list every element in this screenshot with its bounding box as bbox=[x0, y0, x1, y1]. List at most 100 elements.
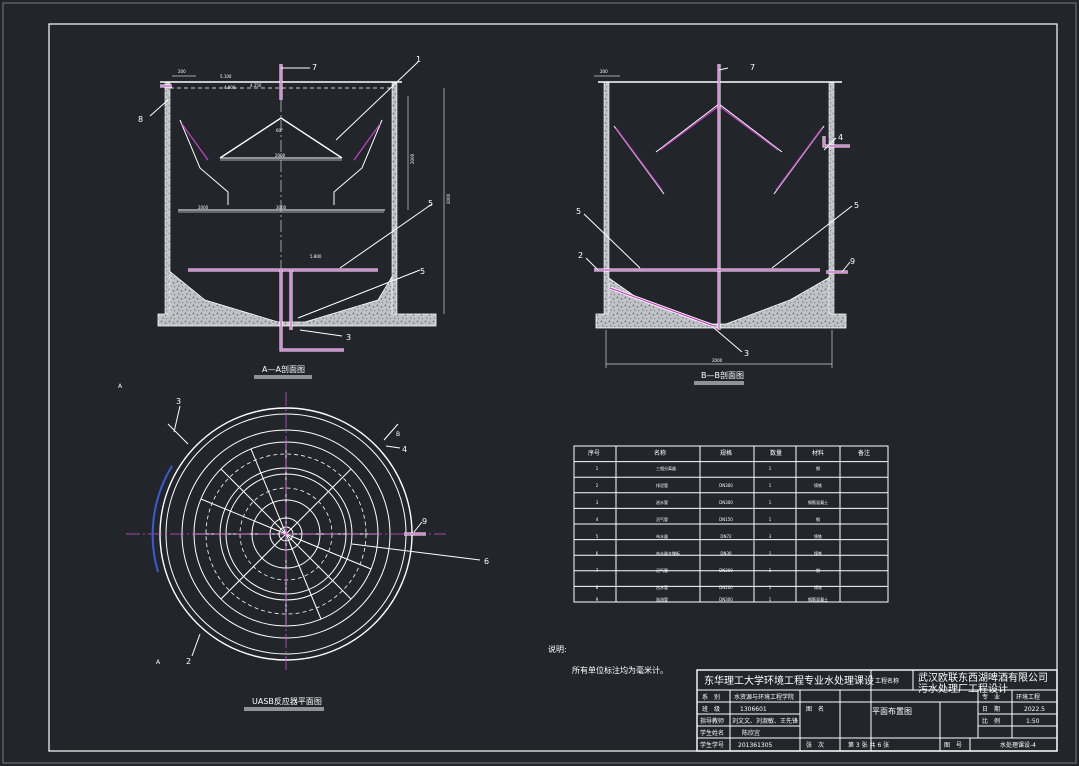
section-b-callout-9: 9 bbox=[850, 257, 855, 266]
parts-cell-name: 进水管 bbox=[656, 499, 668, 505]
parts-cell-spec: DN200 bbox=[719, 585, 733, 590]
parts-cell-spec: DN72 bbox=[720, 534, 732, 539]
drawing-frame bbox=[48, 23, 1058, 752]
parts-cell-name: 沼气管 bbox=[656, 567, 668, 573]
title-block-scale: 1:50 bbox=[1026, 718, 1040, 725]
title-block-specialty-label: 专 业 bbox=[982, 693, 1000, 701]
title-block-drawing-no: 水处理课设-4 bbox=[1000, 741, 1036, 749]
parts-cell-qty: 1 bbox=[769, 568, 772, 573]
title-block-specialty: 环境工程 bbox=[1016, 693, 1040, 701]
section-a-dim: 2000 bbox=[446, 193, 451, 204]
parts-cell-spec: DN300 bbox=[719, 483, 733, 488]
parts-cell-material: 钢筋混凝土 bbox=[808, 596, 828, 602]
section-a-dim: 4.900 bbox=[224, 85, 236, 90]
title-block-row-value: 水资源与环境工程学院 bbox=[734, 693, 794, 701]
section-a-view: 1 8 7 5 5 3 200 5.100 4.900 4.250 60° 20… bbox=[138, 55, 451, 379]
title-block-sheet: 第 3 张 共 6 张 bbox=[848, 741, 889, 749]
title-block-row-label: 学生姓名 bbox=[700, 729, 724, 737]
section-a-dim: 60° bbox=[276, 128, 283, 133]
parts-cell-no: 1 bbox=[596, 466, 599, 471]
notes-text: 所有单位标注均为毫米计。 bbox=[572, 665, 668, 675]
plan-title: UASB反应器平面图 bbox=[252, 696, 322, 706]
plan-view: 3 4 9 6 2 A A B UASB反应器平面图 bbox=[118, 383, 489, 711]
title-block-row-value: 201361305 bbox=[738, 742, 773, 749]
title-block-project: 污水处理厂工程设计 bbox=[918, 682, 1008, 695]
parts-table: 序号 名称 规格 数量 材料 备注 1 三相分离器 1 钢 2 排泥管 DN30… bbox=[573, 445, 889, 603]
plan-callout-6: 6 bbox=[484, 557, 489, 566]
section-b-callout-3: 3 bbox=[744, 349, 749, 358]
parts-cell-material: 铸铁 bbox=[814, 482, 822, 488]
parts-cell-qty: 1 bbox=[769, 517, 772, 522]
parts-cell-spec: DN300 bbox=[719, 500, 733, 505]
section-a-dim: 200 bbox=[178, 69, 186, 74]
title-block-row-value: 刘文文、刘淑敏、王先锋 bbox=[732, 717, 798, 725]
section-a-dim: 2000 bbox=[198, 205, 209, 210]
parts-cell-name: 溢流管 bbox=[656, 596, 668, 602]
parts-cell-no: 3 bbox=[596, 500, 599, 505]
section-a-dim: 2000 bbox=[410, 153, 415, 164]
parts-cell-name: 出水管 bbox=[656, 584, 668, 590]
parts-cell-no: 8 bbox=[596, 585, 599, 590]
parts-cell-qty: 3 bbox=[769, 534, 772, 539]
title-block-row-value: 1306601 bbox=[740, 706, 767, 713]
parts-cell-no: 4 bbox=[596, 517, 599, 522]
section-a-callout-8: 8 bbox=[138, 115, 143, 124]
parts-cell-material: 铸铁 bbox=[814, 584, 822, 590]
parts-cell-no: 5 bbox=[596, 534, 599, 539]
title-block-date: 2022.5 bbox=[1024, 706, 1045, 713]
title-block-scale-label: 比 例 bbox=[982, 717, 1000, 725]
title-block-row-label: 指导教师 bbox=[700, 717, 724, 725]
parts-header-cell: 材料 bbox=[812, 449, 824, 457]
parts-cell-name: 布水器支撑板 bbox=[656, 550, 680, 556]
parts-header-cell: 备注 bbox=[858, 449, 870, 457]
section-a-title: A—A剖面图 bbox=[262, 364, 305, 374]
plan-callout-9: 9 bbox=[422, 517, 427, 526]
section-a-dim: 2000 bbox=[275, 153, 286, 158]
parts-header-cell: 规格 bbox=[720, 449, 732, 457]
parts-table-grid bbox=[574, 446, 888, 602]
parts-cell-spec: DN30 bbox=[720, 551, 732, 556]
parts-cell-qty: 1 bbox=[769, 551, 772, 556]
title-block-row-label: 学生学号 bbox=[700, 741, 724, 749]
parts-cell-spec: DN300 bbox=[719, 597, 733, 602]
title-block-row-label: 系 别 bbox=[702, 693, 720, 701]
parts-cell-qty: 1 bbox=[769, 585, 772, 590]
title-block-project-label: 工程名称 bbox=[875, 677, 899, 685]
parts-cell-material: 钢 bbox=[816, 516, 820, 522]
parts-cell-material: 钢 bbox=[816, 567, 820, 573]
section-b-concrete-base bbox=[595, 275, 847, 329]
section-b-callout-2: 2 bbox=[578, 251, 583, 260]
parts-cell-material: 铸铁 bbox=[814, 550, 822, 556]
section-b-wall-right bbox=[828, 81, 835, 315]
notes-heading: 说明: bbox=[548, 644, 567, 654]
plan-section-mark: B bbox=[396, 431, 400, 438]
parts-cell-qty: 1 bbox=[769, 597, 772, 602]
parts-cell-no: 2 bbox=[596, 483, 599, 488]
title-block-row-value: 陈欣宜 bbox=[742, 729, 760, 737]
parts-cell-name: 沼气管 bbox=[656, 516, 668, 522]
title-block-drawing-name-label: 图 名 bbox=[806, 705, 824, 713]
parts-header-cell: 名称 bbox=[654, 449, 666, 457]
parts-cell-material: 钢筋混凝土 bbox=[808, 499, 828, 505]
plan-callout-3: 3 bbox=[176, 397, 181, 406]
parts-cell-name: 布水器 bbox=[656, 533, 668, 539]
section-a-callout-7: 7 bbox=[312, 63, 317, 72]
section-b-wall-left bbox=[603, 81, 610, 315]
parts-header-cell: 序号 bbox=[588, 449, 600, 457]
parts-cell-spec: DN150 bbox=[719, 517, 733, 522]
parts-cell-material: 铸铁 bbox=[814, 533, 822, 539]
parts-cell-material: 钢 bbox=[816, 465, 820, 471]
title-block: 东华理工大学环境工程专业水处理课设 工程名称 武汉欧联东西湖啤酒有限公司 污水处… bbox=[696, 669, 1058, 752]
section-b-dim: 2000 bbox=[712, 358, 723, 363]
title-block-company: 武汉欧联东西湖啤酒有限公司 bbox=[918, 671, 1048, 684]
section-b-callout-5b: 5 bbox=[854, 201, 859, 210]
plan-callout-4: 4 bbox=[402, 445, 407, 454]
parts-header-cell: 数量 bbox=[770, 449, 782, 457]
section-b-callout-7: 7 bbox=[750, 63, 755, 72]
title-block-drawing-name: 平面布置图 bbox=[872, 706, 912, 716]
section-b-dim: 200 bbox=[600, 69, 608, 74]
parts-cell-name: 三相分离器 bbox=[656, 465, 676, 471]
title-block-sheet-label: 张 次 bbox=[806, 741, 824, 749]
section-a-callout-5a: 5 bbox=[428, 199, 433, 208]
